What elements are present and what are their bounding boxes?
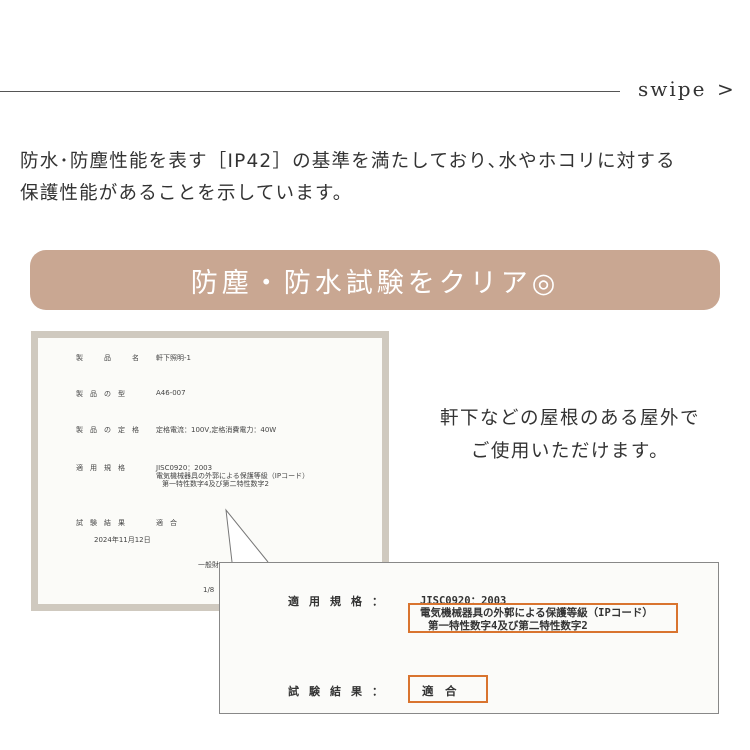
cert-label-model: 製品の型	[76, 390, 132, 398]
certificate-image: 製 品 名 軒下照明-1 製品の型 A46-007 製品の定格 定格電流：100…	[31, 331, 389, 611]
cert-label-standard: 適用規格	[76, 464, 132, 472]
zoom-standard-label: 適用規格：	[288, 595, 393, 608]
caption-line-1: 軒下などの屋根のある屋外で	[439, 408, 700, 429]
usage-caption: 軒下などの屋根のある屋外で ご使用いただけます。	[420, 402, 720, 468]
intro-line-1: 防水･防塵性能を表す［IP42］の基準を満たしており､水やホコリに対する	[20, 151, 676, 172]
banner-title: 防塵・防水試験をクリア◎	[190, 267, 560, 299]
cert-issuer-fragment: 一般財	[198, 561, 219, 569]
cert-label-result: 試験結果	[76, 519, 132, 527]
cert-value-standard: JISC0920：2003	[156, 464, 213, 472]
chevron-right-icon[interactable]: >	[717, 77, 734, 101]
cert-page-fragment: 1/8	[203, 586, 215, 594]
swipe-divider-line	[0, 91, 620, 92]
cert-date: 2024年11月12日	[94, 536, 151, 544]
zoom-standard-line-3: 第一特性数字4及び第二特性数字2	[428, 620, 588, 632]
test-clear-banner: 防塵・防水試験をクリア◎	[30, 250, 720, 310]
cert-label-rating: 製品の定格	[76, 426, 146, 434]
standard-highlight-box	[408, 603, 678, 633]
swipe-label[interactable]: swipe	[638, 77, 707, 101]
intro-paragraph: 防水･防塵性能を表す［IP42］の基準を満たしており､水やホコリに対する 保護性…	[20, 146, 740, 210]
cert-label-product-name: 製 品 名	[76, 354, 146, 362]
cert-value-rating: 定格電流：100V,定格消費電力：40W	[156, 426, 277, 434]
result-highlight-box	[408, 675, 488, 703]
cert-value-model: A46-007	[156, 389, 186, 397]
caption-line-2: ご使用いただけます。	[470, 441, 670, 462]
cert-value-result: 適 合	[156, 519, 177, 527]
certificate-zoom-detail: 適用規格： JISC0920：2003 電気機械器具の外郭による保護等級（IPコ…	[219, 562, 719, 714]
zoom-standard-line-2: 電気機械器具の外郭による保護等級（IPコード）	[420, 607, 653, 619]
zoom-result-label: 試験結果：	[288, 685, 393, 698]
zoom-result-value: 適 合	[422, 684, 457, 698]
cert-standard-line-3: 第一特性数字4及び第二特性数字2	[162, 480, 269, 488]
certificate-document: 製 品 名 軒下照明-1 製品の型 A46-007 製品の定格 定格電流：100…	[38, 338, 382, 604]
cert-value-product-name: 軒下照明-1	[156, 354, 191, 362]
intro-line-2: 保護性能があることを示しています。	[20, 183, 353, 204]
cert-standard-line-2: 電気機械器具の外郭による保護等級（IPコード）	[156, 472, 310, 480]
